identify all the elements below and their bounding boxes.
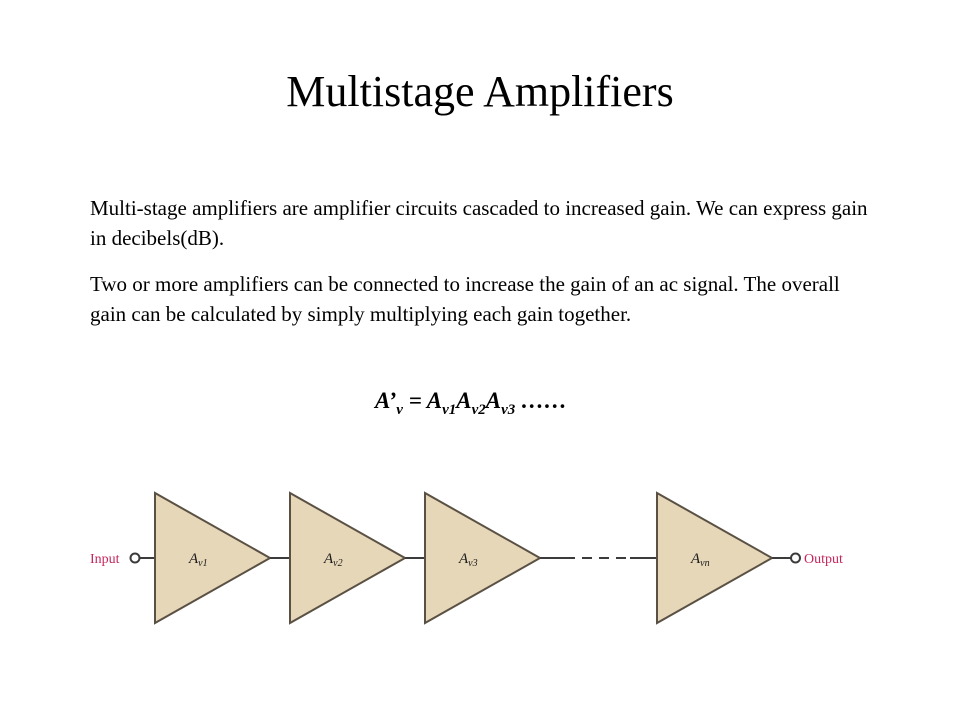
stage-2-gain-symbol: A bbox=[323, 551, 334, 567]
amplifier-stage-3 bbox=[424, 491, 543, 625]
amplifier-stage-1-label: Av1 bbox=[188, 551, 208, 569]
stage-1-gain-subscript: v1 bbox=[198, 558, 207, 569]
output-terminal bbox=[790, 552, 801, 564]
input-terminal bbox=[129, 552, 141, 564]
stage-3-gain-subscript: v3 bbox=[468, 558, 477, 569]
amplifier-stage-2-label: Av2 bbox=[323, 551, 343, 569]
amplifier-stage-3-label: Av3 bbox=[458, 551, 478, 569]
formula-term-2-subscript: v2 bbox=[471, 402, 486, 418]
amplifier-stage-1 bbox=[154, 491, 273, 625]
stage-n-gain-symbol: A bbox=[690, 551, 701, 567]
formula-term-1: A bbox=[426, 388, 443, 413]
output-label: Output bbox=[804, 552, 843, 567]
overall-gain-formula: A’v = Av1Av2Av3 …… bbox=[0, 384, 942, 427]
formula-ellipsis: …… bbox=[515, 388, 568, 413]
amplifier-stage-n bbox=[656, 491, 775, 625]
stage-2-gain-subscript: v2 bbox=[333, 558, 342, 569]
formula-lhs: A’ bbox=[374, 388, 397, 413]
stage-1-gain-symbol: A bbox=[188, 551, 199, 567]
slide-title: Multistage Amplifiers bbox=[286, 67, 674, 116]
stage-n-gain-subscript: vn bbox=[700, 558, 709, 569]
formula-term-3: A bbox=[485, 388, 502, 413]
paragraph-overall-gain: Two or more amplifiers can be connected … bbox=[90, 272, 840, 326]
stage-3-gain-symbol: A bbox=[458, 551, 469, 567]
formula-equals: = bbox=[402, 388, 427, 413]
amplifier-cascade-diagram: Input Av1 Av2 Av3 Avn Output bbox=[90, 491, 843, 625]
amplifier-stage-2 bbox=[289, 491, 408, 625]
formula-term-3-subscript: v3 bbox=[501, 402, 516, 418]
formula-term-1-subscript: v1 bbox=[442, 402, 457, 418]
amplifier-stage-n-label: Avn bbox=[690, 551, 710, 569]
formula-term-2: A bbox=[456, 388, 472, 413]
formula-lhs-subscript: v bbox=[396, 402, 403, 418]
paragraph-cascade-definition: Multi-stage amplifiers are amplifier cir… bbox=[90, 196, 868, 250]
input-label: Input bbox=[90, 552, 120, 567]
